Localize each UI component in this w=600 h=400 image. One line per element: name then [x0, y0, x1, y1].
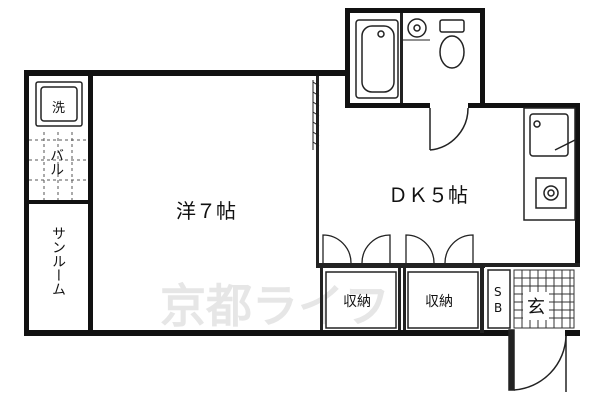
bathtub [355, 19, 399, 99]
entrance-door [508, 329, 567, 392]
shoebox-s-label: S [494, 285, 502, 299]
shoe-box [487, 269, 511, 329]
shoebox-b-label: B [494, 301, 502, 315]
sunroom-label: サンルーム [50, 226, 66, 296]
exterior-walls [24, 8, 580, 336]
storage-boxes [325, 271, 479, 329]
watermark: 京都ライフ [160, 279, 390, 333]
sliding-partition [312, 80, 320, 150]
balcony-grid [29, 132, 88, 200]
kitchen-counter [523, 107, 576, 221]
bath-door [429, 107, 469, 151]
toilet [439, 19, 465, 69]
room-western-label: 洋７帖 [176, 199, 236, 223]
entrance-tiles [513, 269, 575, 329]
balcony-label: バル [48, 148, 64, 176]
interior-walls [316, 13, 580, 333]
storage-doors [322, 234, 474, 264]
storage-left-label: 収納 [343, 294, 371, 310]
storage-right-label: 収納 [425, 294, 453, 310]
washer-pan [35, 81, 83, 127]
entrance-label: 玄 [527, 297, 545, 318]
washer-label: 洗 [52, 101, 65, 116]
room-dk-label: ＤＫ５帖 [388, 183, 468, 207]
washbasin [407, 18, 427, 38]
